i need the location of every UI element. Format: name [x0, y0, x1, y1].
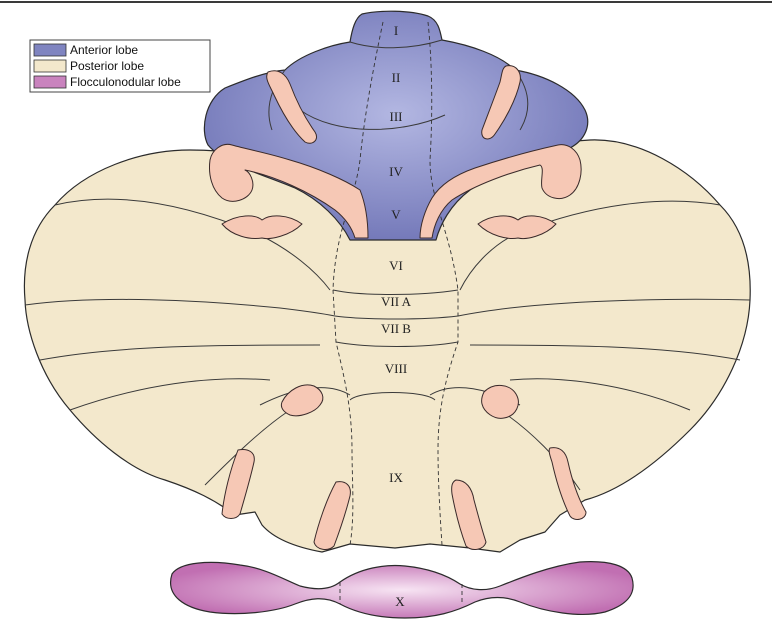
legend-label-posterior: Posterior lobe [70, 59, 144, 73]
legend-label-flocculonodular: Flocculonodular lobe [70, 75, 181, 89]
lobule-label-iv: IV [389, 164, 403, 179]
lobule-label-iii: III [390, 109, 403, 124]
lobule-label-x: X [395, 594, 405, 609]
lobule-label-i: I [394, 23, 398, 38]
lobule-label-ii: II [392, 70, 401, 85]
lobule-label-vi: VI [389, 258, 403, 273]
legend-swatch-flocculonodular [34, 76, 66, 88]
lobule-label-v: V [391, 207, 401, 222]
lobule-label-viii: VIII [385, 361, 407, 376]
legend-swatch-anterior [34, 44, 66, 56]
legend-label-anterior: Anterior lobe [70, 43, 138, 57]
lobule-label-ix: IX [389, 470, 403, 485]
legend-swatch-posterior [34, 60, 66, 72]
lobule-label-vii-b: VII B [381, 321, 411, 336]
lobule-label-vii-a: VII A [381, 294, 412, 309]
flocculonodular-lobe [171, 562, 634, 618]
legend: Anterior lobe Posterior lobe Flocculonod… [30, 40, 210, 92]
